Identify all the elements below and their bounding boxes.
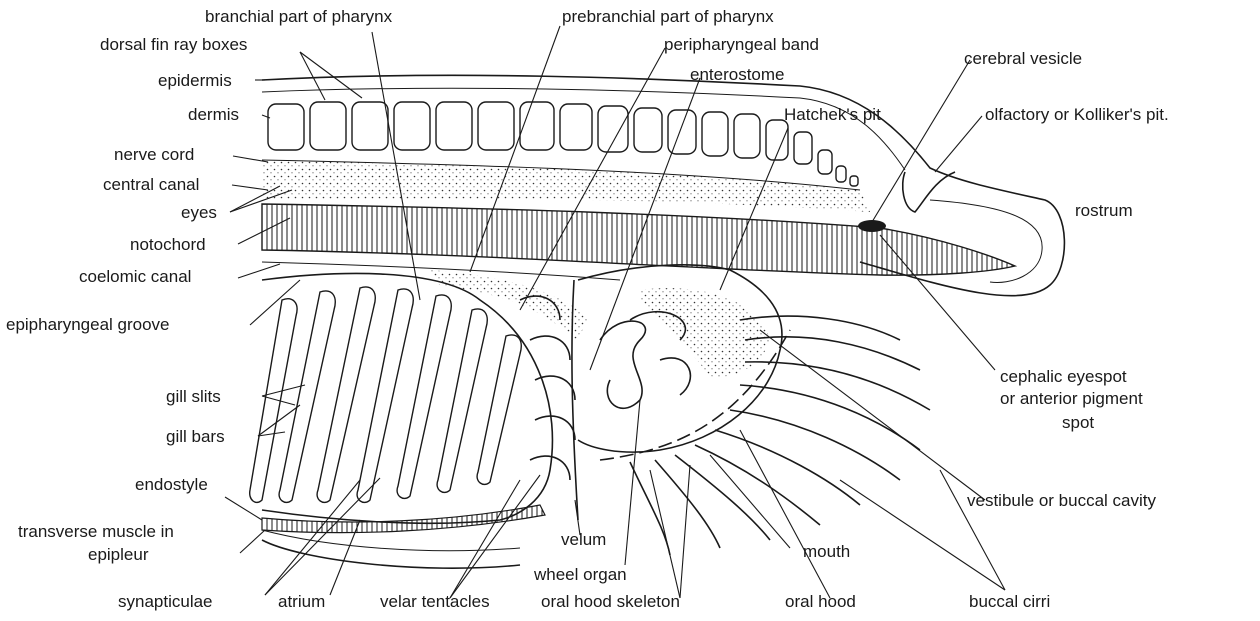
label-dorsal-fin-ray-boxes: dorsal fin ray boxes xyxy=(100,35,247,54)
label-wheel-organ: wheel organ xyxy=(533,565,627,584)
label-transverse-muscle-line2: epipleur xyxy=(88,545,149,564)
label-nerve-cord: nerve cord xyxy=(114,145,194,164)
label-central-canal: central canal xyxy=(103,175,199,194)
gill-bars xyxy=(250,287,522,502)
label-oral-hood-skeleton: oral hood skeleton xyxy=(541,592,680,611)
label-gill-bars: gill bars xyxy=(166,427,225,446)
labels: branchial part of pharynx prebranchial p… xyxy=(6,7,1169,611)
label-gill-slits: gill slits xyxy=(166,387,221,406)
label-coelomic-canal: coelomic canal xyxy=(79,267,191,286)
label-velum: velum xyxy=(561,530,606,549)
nerve-cord xyxy=(262,160,870,212)
label-hatcheks-pit: Hatchek's pit xyxy=(784,105,881,124)
label-cephalic-eyespot-line3: spot xyxy=(1062,413,1094,432)
label-endostyle: endostyle xyxy=(135,475,208,494)
label-branchial-part-of-pharynx: branchial part of pharynx xyxy=(205,7,393,26)
label-velar-tentacles: velar tentacles xyxy=(380,592,490,611)
label-atrium: atrium xyxy=(278,592,325,611)
label-mouth: mouth xyxy=(803,542,850,561)
label-eyes: eyes xyxy=(181,203,217,222)
label-cephalic-eyespot-line1: cephalic eyespot xyxy=(1000,367,1127,386)
label-cerebral-vesicle: cerebral vesicle xyxy=(964,49,1082,68)
label-cephalic-eyespot-line2: or anterior pigment xyxy=(1000,389,1143,408)
notochord xyxy=(262,204,1015,275)
label-buccal-cirri: buccal cirri xyxy=(969,592,1050,611)
label-dermis: dermis xyxy=(188,105,239,124)
label-synapticulae: synapticulae xyxy=(118,592,213,611)
label-olfactory-pit: olfactory or Kolliker's pit. xyxy=(985,105,1169,124)
label-vestibule: vestibule or buccal cavity xyxy=(967,491,1156,510)
label-peripharyngeal-band: peripharyngeal band xyxy=(664,35,819,54)
label-epipharyngeal-groove: epipharyngeal groove xyxy=(6,315,170,334)
pharynx-region xyxy=(250,270,590,533)
label-notochord: notochord xyxy=(130,235,206,254)
label-prebranchial-part-of-pharynx: prebranchial part of pharynx xyxy=(562,7,774,26)
label-rostrum: rostrum xyxy=(1075,201,1133,220)
label-epidermis: epidermis xyxy=(158,71,232,90)
label-oral-hood: oral hood xyxy=(785,592,856,611)
label-transverse-muscle-line1: transverse muscle in xyxy=(18,522,174,541)
label-enterostome: enterostome xyxy=(690,65,785,84)
